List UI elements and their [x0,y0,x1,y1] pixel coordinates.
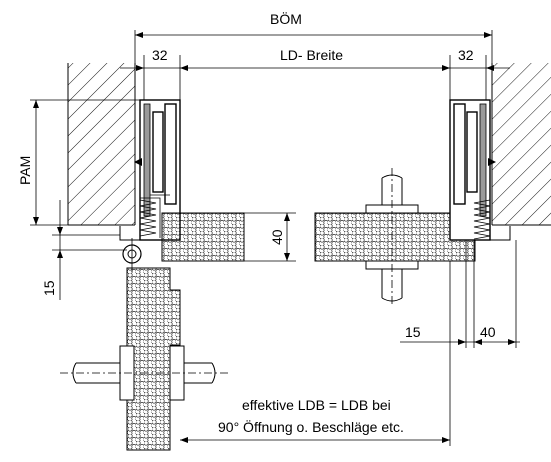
note-line-2: 90° Öffnung o. Beschläge etc. [218,418,404,435]
dim-left-15-label: 15 [41,280,57,296]
dim-boem-label: BÖM [270,10,302,27]
hinge-pivot [122,238,142,272]
dim-ld-breite-label: LD- Breite [280,47,343,63]
dim-left-32-label: 32 [152,47,168,63]
dim-pam-label: PAM [17,156,33,185]
right-frame-profile [449,99,511,241]
open-leaf-handle [60,345,230,401]
dim-right-32-label: 32 [458,47,474,63]
dim-door-thickness-label: 40 [269,229,285,245]
left-frame-profile [119,99,181,241]
note-line-1: effektive LDB = LDB bei [242,397,391,413]
right-leaf-handle [365,168,419,305]
left-wall [67,63,136,226]
dimension-lines [30,30,520,446]
open-door-leaf [126,267,181,451]
left-door-leaf [161,212,245,262]
dim-right-40-label: 40 [480,324,496,340]
dim-right-15-label: 15 [405,324,421,340]
right-wall [491,63,551,226]
